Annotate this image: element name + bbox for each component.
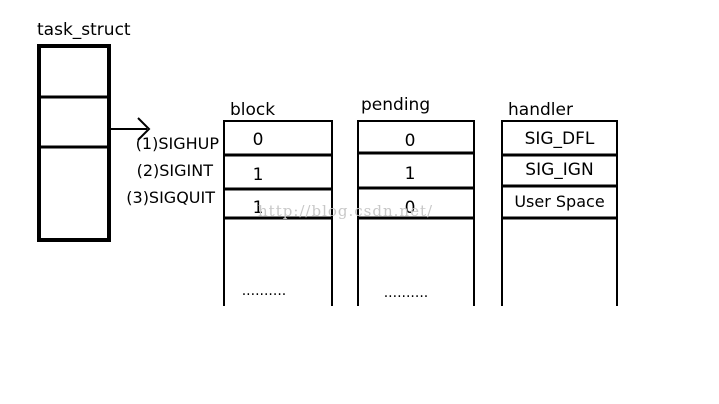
- task-struct-label: task_struct: [37, 20, 131, 40]
- arrow-head: [137, 117, 151, 141]
- pending-cell-3: 0: [404, 198, 416, 218]
- handler-table-lines: [501, 120, 618, 306]
- pending-cell-2: 1: [404, 164, 416, 184]
- pending-cell-1: 0: [404, 131, 416, 151]
- pending-ellipsis: ..........: [383, 285, 429, 301]
- signal-label-3: (3)SIGQUIT: [126, 188, 215, 207]
- signal-label-2: (2)SIGINT: [136, 161, 213, 180]
- pending-table-lines: [357, 120, 475, 306]
- handler-cell-2: SIG_IGN: [525, 160, 594, 180]
- handler-cell-3: User Space: [514, 192, 605, 211]
- block-cell-3: 1: [252, 198, 264, 218]
- watermark: http://blog.csdn.net/: [258, 202, 434, 220]
- block-ellipsis: ..........: [241, 283, 287, 299]
- handler-label: handler: [508, 100, 573, 120]
- task-struct-box: [37, 44, 111, 242]
- handler-cell-1: SIG_DFL: [524, 129, 595, 149]
- signal-label-1: (1)SIGHUP: [135, 134, 219, 153]
- block-table-lines: [223, 120, 333, 306]
- block-label: block: [230, 100, 276, 120]
- block-cell-1: 0: [252, 130, 264, 150]
- block-cell-2: 1: [252, 165, 264, 185]
- pending-label: pending: [361, 95, 431, 115]
